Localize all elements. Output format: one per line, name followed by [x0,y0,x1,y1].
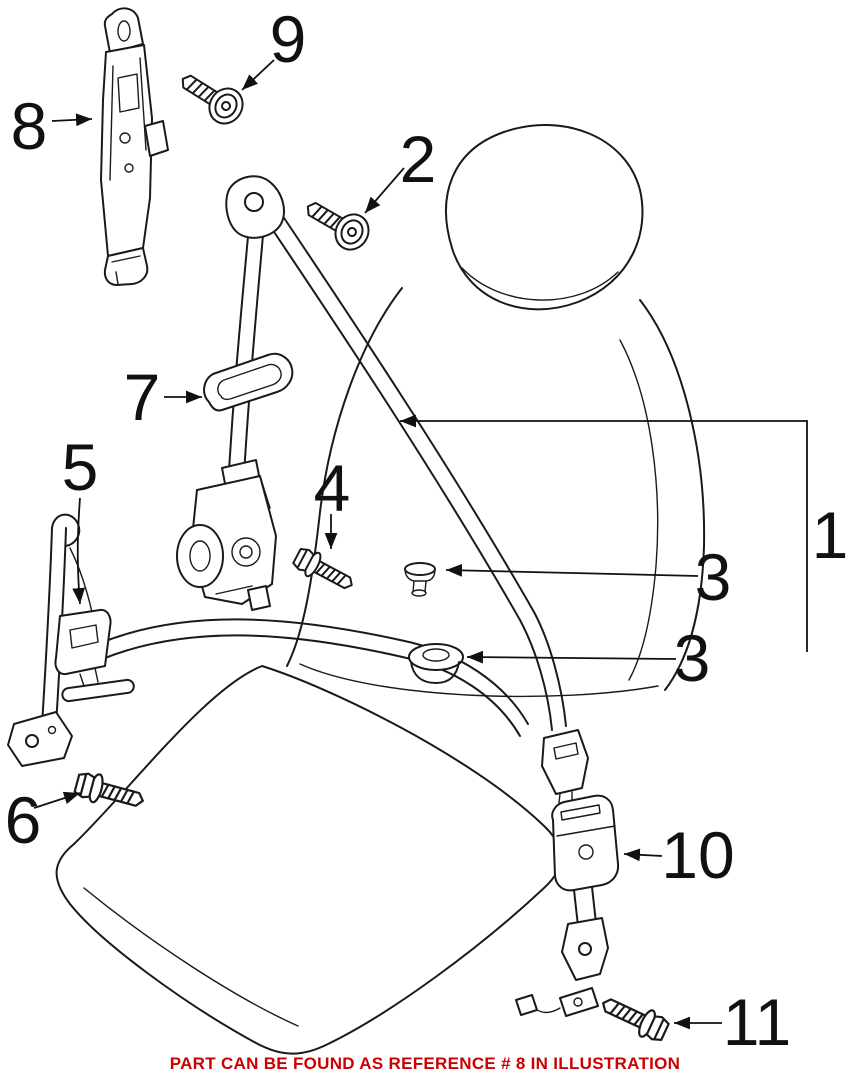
leader-8 [51,113,93,127]
callout-3b: 3 [674,621,711,695]
leader-2 [364,167,405,214]
latch-plate [541,729,589,813]
seat-outline [55,124,706,1055]
leader-6 [33,791,81,809]
leader-10 [623,848,663,862]
grommet [408,643,464,684]
trim-cap [404,562,436,597]
callout-9: 9 [270,2,307,76]
callout-7: 7 [124,360,161,434]
leader-lines [33,59,808,1030]
bolt-9 [172,62,251,131]
belt-retractor [176,459,277,611]
callout-labels: 1 2 3 3 4 5 6 7 8 9 10 11 [5,2,849,1059]
callout-5: 5 [62,430,99,504]
callout-4: 4 [314,451,351,525]
callout-11: 11 [723,985,792,1059]
headrest [445,124,644,311]
bolt-4 [289,543,359,598]
belt-webbing [97,205,589,813]
lower-anchor-assembly [7,513,135,767]
seat-back [286,287,706,698]
upper-anchor [225,175,285,239]
buckle [515,794,620,1017]
leader-3b [466,650,677,664]
reference-caption: PART CAN BE FOUND AS REFERENCE # 8 IN IL… [169,1054,681,1073]
belt-guide-loop [203,352,294,412]
bolt-11 [595,989,673,1046]
leader-9 [241,59,275,91]
callout-8: 8 [11,89,48,163]
height-adjuster [100,7,169,286]
shoulder-belt [261,205,567,731]
callout-6: 6 [5,783,42,857]
pillar-strap [228,211,266,475]
callout-2: 2 [400,122,437,196]
callout-1: 1 [812,498,849,572]
leader-3a [445,563,699,577]
seat-cushion [55,665,562,1055]
bolt-2 [297,189,376,257]
leader-1 [400,414,808,652]
lap-belt [97,618,529,737]
callout-3a: 3 [695,540,732,614]
leader-5 [72,497,86,605]
callout-10: 10 [661,818,734,892]
